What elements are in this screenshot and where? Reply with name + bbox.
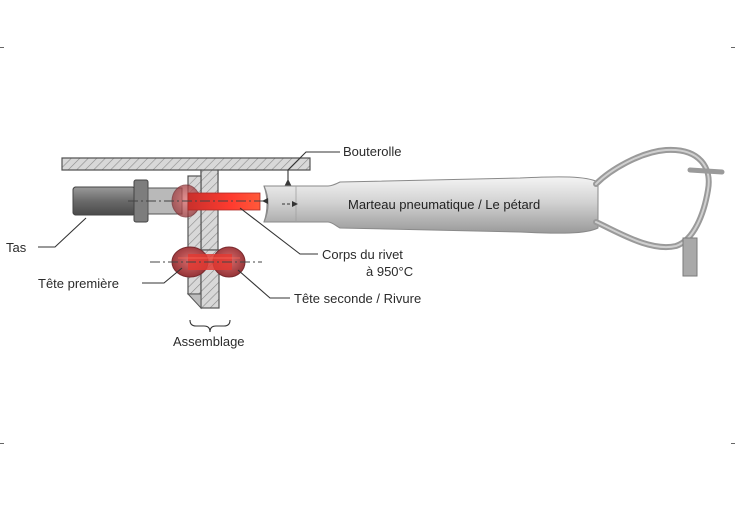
label-tete-seconde: Tête seconde / Rivure [294,291,421,306]
hammer-handle [593,146,725,277]
pneumatic-hammer [262,176,599,234]
label-assemblage: Assemblage [173,334,245,349]
label-tete-premiere: Tête première [38,276,119,291]
frame-mark-br [731,443,735,444]
frame-mark-bl [0,443,4,444]
frame-mark-tr [731,47,735,48]
label-tas: Tas [6,240,27,255]
frame-mark-tl [0,47,4,48]
leader-lines [38,151,340,333]
center-lines [128,200,300,263]
label-corps-line2: à 950°C [366,264,413,279]
label-marteau: Marteau pneumatique / Le pétard [348,197,540,212]
label-corps-line1: Corps du rivet [322,247,403,262]
label-bouterolle: Bouterolle [343,144,402,159]
